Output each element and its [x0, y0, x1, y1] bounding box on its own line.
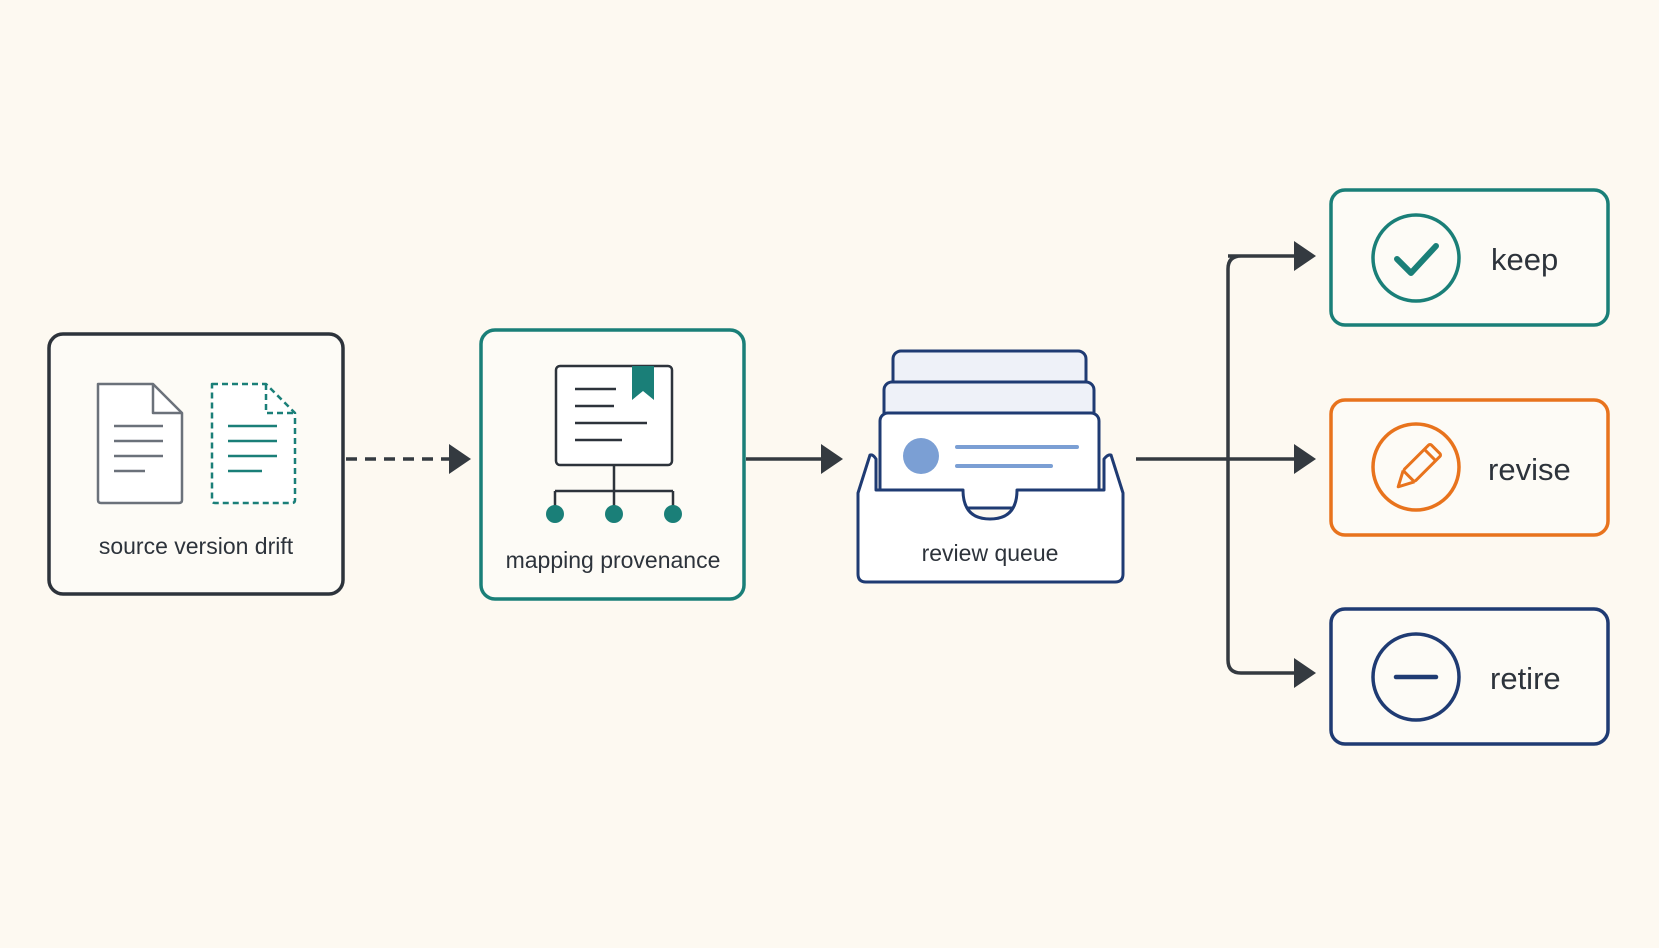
source-version-drift-node: source version drift [47, 332, 345, 596]
retire-outcome-node: retire [1329, 607, 1610, 746]
keep-outcome-node: keep [1329, 188, 1610, 327]
review-queue-label: review queue [922, 540, 1059, 566]
review-queue-node: review queue [856, 349, 1125, 584]
revise-outcome-node: revise [1329, 398, 1610, 537]
keep-label: keep [1491, 242, 1558, 277]
document-icon [96, 382, 184, 505]
revise-label: revise [1488, 452, 1571, 487]
arrowhead-icon [1294, 658, 1316, 688]
arrowhead-icon [1294, 444, 1316, 474]
minus-icon [1371, 632, 1461, 722]
arrowhead-icon [449, 444, 471, 474]
source-version-drift-label: source version drift [99, 533, 294, 559]
drifted-document-icon [210, 382, 297, 505]
provenance-tree-icon [546, 364, 682, 523]
mapping-provenance-label: mapping provenance [506, 547, 721, 573]
retire-label: retire [1490, 661, 1561, 696]
arrowhead-icon [1294, 241, 1316, 271]
branch-connector [1136, 241, 1316, 688]
arrowhead-icon [821, 444, 843, 474]
bookmark-icon [632, 366, 654, 400]
mapping-provenance-node: mapping provenance [479, 328, 746, 601]
inbox-tray-icon [856, 349, 1125, 584]
check-icon [1371, 213, 1461, 303]
pencil-icon [1371, 422, 1461, 512]
